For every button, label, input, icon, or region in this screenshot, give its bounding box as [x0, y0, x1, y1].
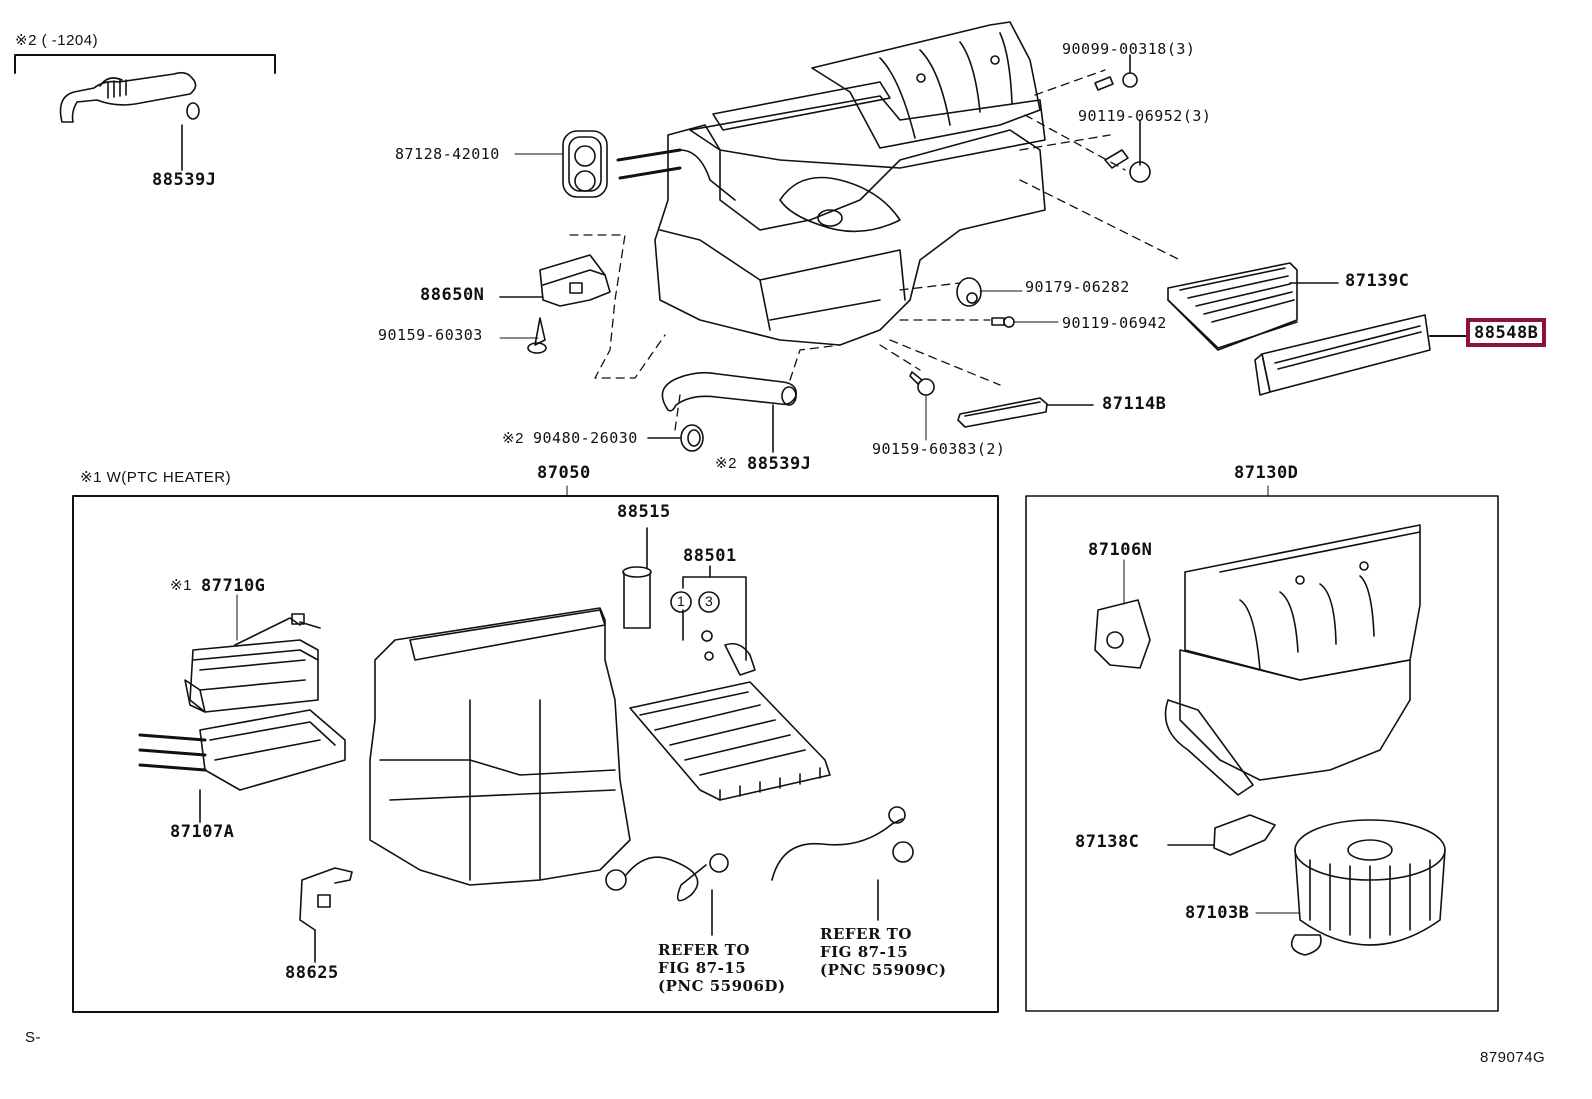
label-88650N[interactable]: 88650N: [420, 285, 485, 305]
hvac-case-87050[interactable]: [369, 607, 631, 886]
refer-to-55906D[interactable]: REFER TO FIG 87-15 (PNC 55906D): [658, 941, 786, 995]
note2-range: ※2 ( -1204): [15, 32, 99, 49]
servo-87106N[interactable]: [1094, 599, 1151, 669]
grommet-87128[interactable]: [562, 130, 608, 198]
figure-id: 879074G: [1480, 1049, 1546, 1066]
label-90099-00318[interactable]: 90099-00318(3): [1062, 40, 1196, 58]
box-87130D: [1025, 495, 1499, 1012]
screw-90159-60383[interactable]: [909, 371, 935, 396]
resistor-87138C[interactable]: [1213, 814, 1276, 856]
blower-case-87130D[interactable]: [1164, 524, 1421, 796]
sensor-55909C[interactable]: [771, 806, 914, 881]
label-87050[interactable]: 87050: [537, 463, 591, 483]
bracket-88501: [682, 565, 747, 661]
callout-1-text: 1: [677, 593, 686, 609]
label-90159-60383[interactable]: 90159-60383(2): [872, 440, 1006, 458]
label-87106N[interactable]: 87106N: [1088, 540, 1153, 560]
blower-motor-87103B[interactable]: [1290, 819, 1446, 956]
refer-to-55909C[interactable]: REFER TO FIG 87-15 (PNC 55909C): [820, 925, 947, 979]
hose-88539J-top[interactable]: [59, 71, 200, 123]
callout-3-text: 3: [705, 593, 714, 609]
sensor-55906D[interactable]: [605, 853, 729, 902]
ptc-heater-87710G[interactable]: [184, 613, 321, 713]
label-88501[interactable]: 88501: [683, 546, 737, 566]
label-88625[interactable]: 88625: [285, 963, 339, 983]
label-87128-42010[interactable]: 87128-42010: [395, 145, 500, 163]
label-90480-26030[interactable]: 90480-26030: [533, 429, 638, 447]
label-87107A[interactable]: 87107A: [170, 822, 235, 842]
heater-core-87107A[interactable]: [138, 709, 346, 791]
label-90119-06952[interactable]: 90119-06952(3): [1078, 107, 1212, 125]
note2-bracket: [14, 54, 276, 74]
screw-90159-60303[interactable]: [527, 317, 547, 354]
label-88539J-bottom[interactable]: 88539J: [747, 454, 812, 474]
grommet-90480-26030[interactable]: [680, 424, 704, 452]
selected-part-highlight[interactable]: 88548B: [1466, 318, 1547, 347]
clip-90179-06282[interactable]: [956, 277, 982, 307]
bolt-90099-00318[interactable]: [1094, 72, 1138, 91]
dashed-guides-top: [569, 69, 1181, 431]
filter-87139C[interactable]: [1167, 262, 1298, 351]
box-87050: [72, 495, 999, 1013]
note-marker-2: ※2: [715, 455, 737, 472]
hvac-unit-main[interactable]: [616, 21, 1046, 346]
evaporator-88501[interactable]: [629, 642, 831, 801]
sensor-88625[interactable]: [299, 867, 353, 931]
screw-90119-06942[interactable]: [991, 316, 1015, 328]
label-87138C[interactable]: 87138C: [1075, 832, 1140, 852]
label-87710G[interactable]: 87710G: [201, 576, 266, 596]
label-90119-06942[interactable]: 90119-06942: [1062, 314, 1167, 332]
expansion-valve-88515[interactable]: [622, 566, 652, 629]
note-marker-1: ※1: [170, 577, 192, 594]
label-87139C[interactable]: 87139C: [1345, 271, 1410, 291]
callout-circle-3: [698, 591, 720, 613]
callout-circle-1: [670, 591, 692, 613]
label-87114B[interactable]: 87114B: [1102, 394, 1167, 414]
label-88539J-top[interactable]: 88539J: [152, 170, 217, 190]
label-90159-60303[interactable]: 90159-60303: [378, 326, 483, 344]
o-ring[interactable]: [701, 630, 713, 642]
o-ring[interactable]: [704, 651, 714, 661]
hose-88539J-bottom[interactable]: [661, 371, 798, 412]
label-87103B[interactable]: 87103B: [1185, 903, 1250, 923]
duct-87114B[interactable]: [957, 397, 1048, 428]
note-marker-2: ※2: [502, 430, 524, 447]
bolt-90119-06952[interactable]: [1104, 149, 1151, 183]
label-87130D[interactable]: 87130D: [1234, 463, 1299, 483]
actuator-88650N[interactable]: [539, 254, 611, 307]
label-90179-06282[interactable]: 90179-06282: [1025, 278, 1130, 296]
label-88548B[interactable]: 88548B: [1474, 323, 1539, 343]
filter-cover-88548B[interactable]: [1254, 314, 1431, 396]
corner-mark: S-: [25, 1029, 41, 1046]
note1-ptc-heater: ※1 W(PTC HEATER): [80, 469, 232, 486]
label-88515[interactable]: 88515: [617, 502, 671, 522]
